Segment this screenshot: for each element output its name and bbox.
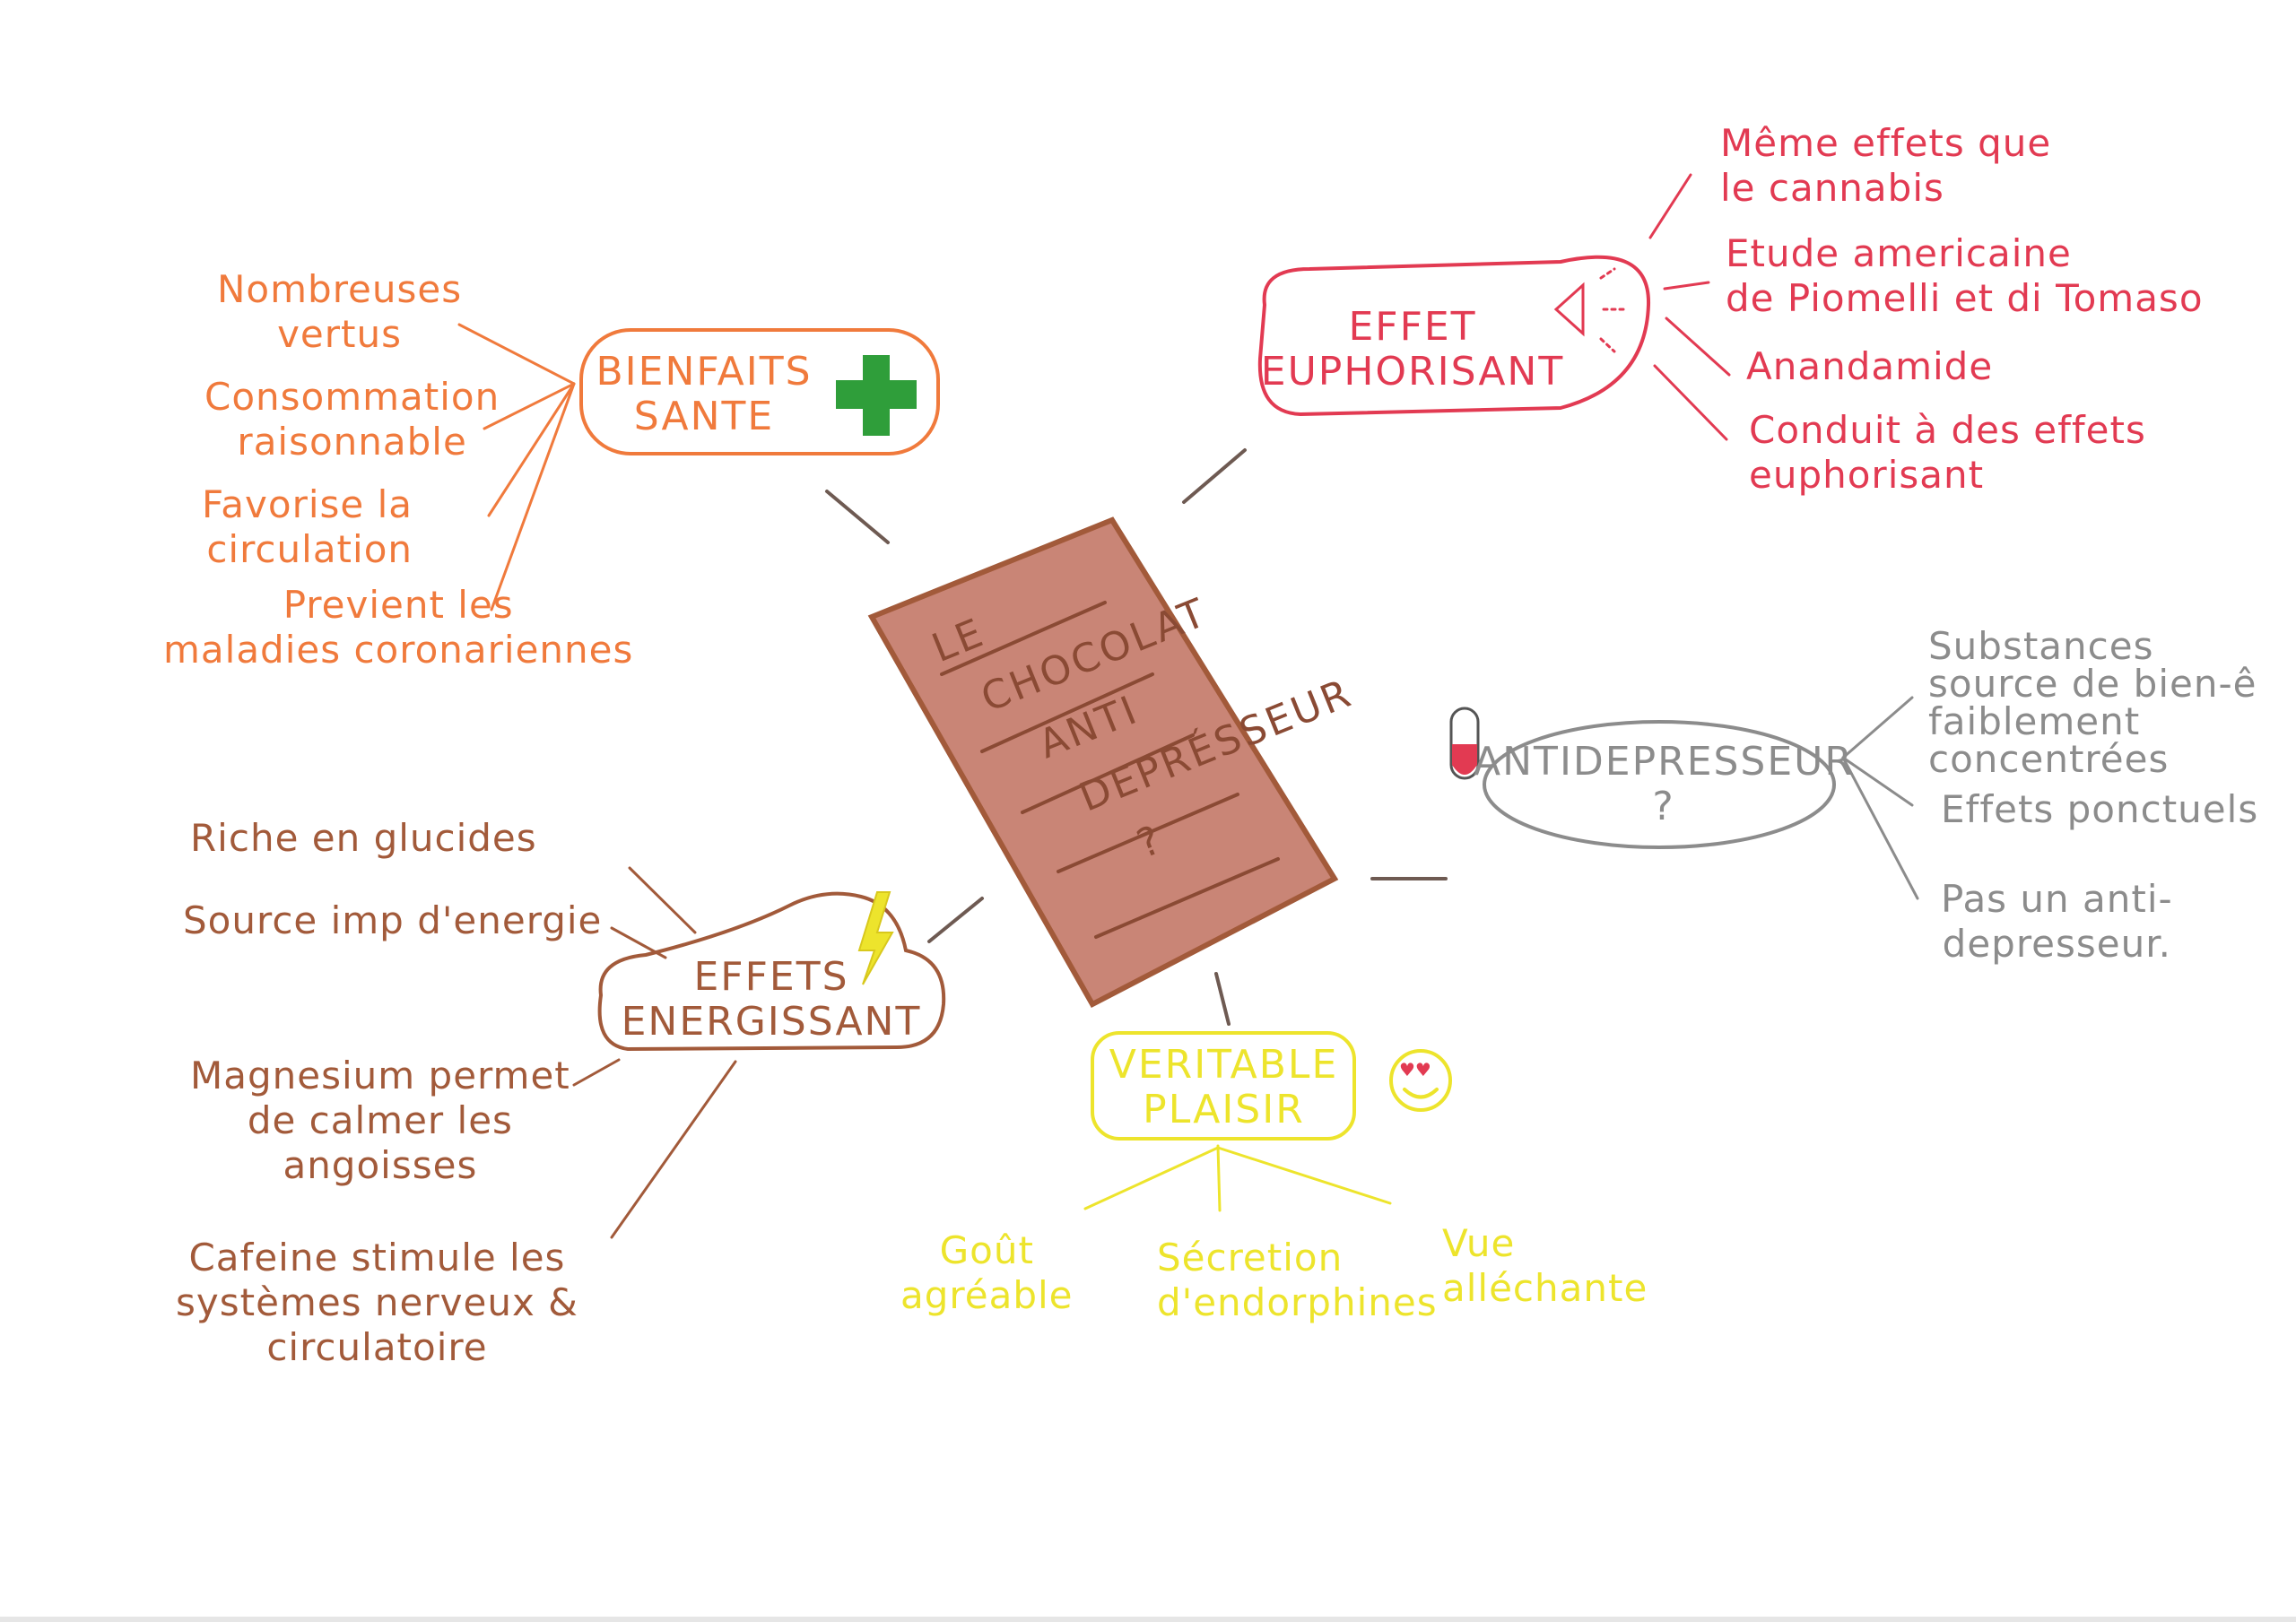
plaisir-outline xyxy=(1091,1031,1356,1141)
antidepresseur-outline xyxy=(1483,720,1836,849)
node-antidepresseur[interactable]: ANTIDEPRESSEUR ? xyxy=(1474,739,1854,829)
leaf-effets-ponctuels: Effets ponctuels xyxy=(1941,787,2259,831)
leaf-pas-un-antidepresseur: Pas un anti- depresseur. xyxy=(1941,877,2173,966)
leaf-previent-maladies: Previent les maladies coronariennes xyxy=(163,583,634,672)
leaf-riche-glucides: Riche en glucides xyxy=(190,816,537,860)
leaf-etude-americaine: Etude americaine de Piomelli et di Tomas… xyxy=(1726,231,2204,320)
svg-text:♥♥: ♥♥ xyxy=(1399,1059,1431,1080)
leaf-consommation-raisonnable: Consommation raisonnable xyxy=(204,375,500,464)
leaf-conduit-effets-euphorisant: Conduit à des effets euphorisant xyxy=(1749,408,2146,497)
euphorisant-outline xyxy=(1257,255,1651,417)
leaf-secretion-endorphines: Sécretion d'endorphines xyxy=(1157,1236,1438,1324)
leaf-magnesium: Magnesium permet de calmer les angoisses xyxy=(190,1054,570,1187)
node-veritable-plaisir[interactable]: VERITABLE PLAISIR xyxy=(1109,1041,1339,1132)
euphorisant-leaf-lines xyxy=(1648,173,1731,441)
link-center-plaisir xyxy=(1214,972,1231,1026)
leaf-source-energie: Source imp d'energie xyxy=(183,898,603,942)
bienfaits-outline xyxy=(579,328,940,455)
green-cross-icon xyxy=(836,355,917,436)
leaf-anandamide: Anandamide xyxy=(1746,344,1994,388)
lightning-icon xyxy=(857,891,894,985)
plaisir-leaf-lines xyxy=(1083,1144,1392,1212)
chocolate-bar-dividers xyxy=(940,601,1280,939)
leaf-favorise-circulation: Favorise la circulation xyxy=(202,482,413,571)
leaf-cafeine: Cafeine stimule les systèmes nerveux & c… xyxy=(176,1236,578,1369)
leaf-vue-allechante: Vue alléchante xyxy=(1442,1221,1648,1310)
leaf-gout-agreable: Goût agréable xyxy=(900,1228,1074,1317)
link-center-euphorisant xyxy=(1182,448,1247,504)
page-edge xyxy=(0,1617,2296,1622)
bienfaits-leaf-lines xyxy=(457,323,576,612)
link-center-bienfaits xyxy=(825,490,890,544)
energisant-leaf-lines xyxy=(572,866,737,1239)
leaf-meme-effets-cannabis: Même effets que le cannabis xyxy=(1720,121,2052,210)
node-effets-energisant[interactable]: EFFETS ENERGISSANT xyxy=(621,953,922,1045)
link-center-energisant xyxy=(927,897,984,943)
leaf-nombreuses-vertus: Nombreuses vertus xyxy=(217,267,463,356)
spray-icon xyxy=(1553,267,1627,353)
node-bienfaits-sante[interactable]: BIENFAITS SANTE xyxy=(596,349,813,439)
antidepresseur-leaf-lines xyxy=(1841,696,1919,900)
node-effet-euphorisant[interactable]: EFFET EUPHORISANT xyxy=(1260,304,1565,395)
pill-icon xyxy=(1449,707,1480,780)
leaf-substances-bien-etre: Substances source de bien-ê faiblement c… xyxy=(1928,624,2257,781)
heart-eyes-smiley-icon: ♥♥ xyxy=(1389,1049,1452,1112)
